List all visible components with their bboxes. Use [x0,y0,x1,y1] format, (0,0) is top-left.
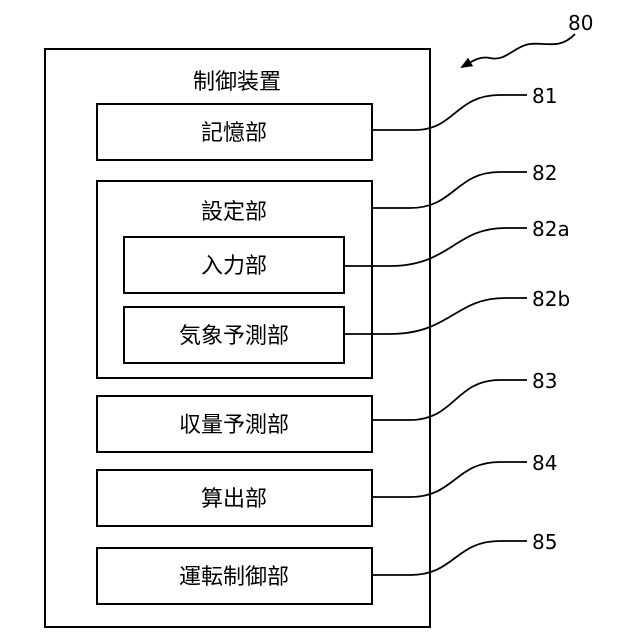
weather-forecast-unit-label: 気象予測部 [179,324,289,349]
ref-label-84: 84 [532,451,557,475]
ref-label-81: 81 [532,84,557,108]
ref-label-82a: 82a [532,217,570,241]
ref-label-82b: 82b [532,287,570,311]
yield-forecast-unit-label: 収量予測部 [179,413,289,438]
input-unit-label: 入力部 [201,254,267,279]
controller-title: 制御装置 [193,70,281,95]
ref-label-85: 85 [532,530,557,554]
operation-control-unit-label: 運転制御部 [179,565,289,590]
setting-unit-label: 設定部 [201,200,267,225]
ref-label-80: 80 [568,11,593,35]
storage-unit-label: 記憶部 [201,121,267,146]
calculation-unit-label: 算出部 [201,487,267,512]
ref-arrow-80 [462,34,575,67]
ref-label-82: 82 [532,161,557,185]
ref-label-83: 83 [532,369,557,393]
